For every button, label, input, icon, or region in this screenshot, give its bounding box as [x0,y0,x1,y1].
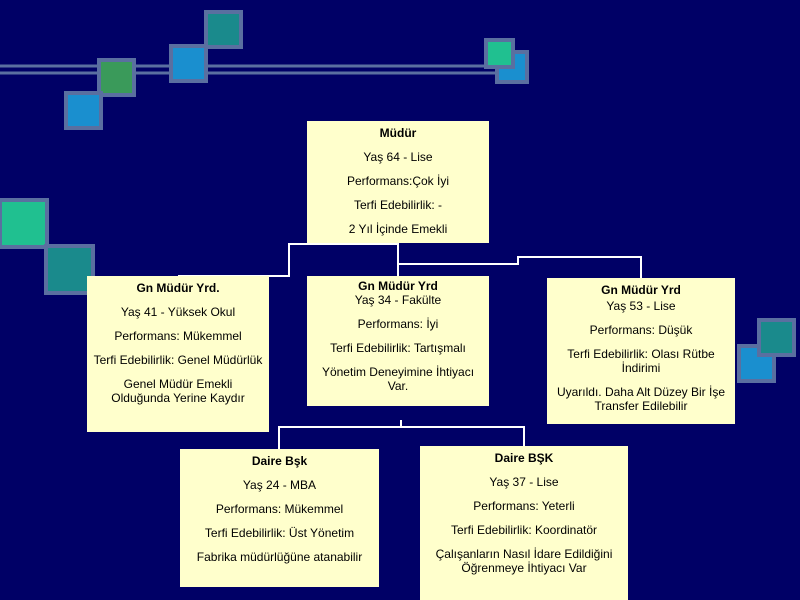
box-line-age: Yaş 41 - Yüksek Okul [120,305,236,319]
deco-square-mint-right [484,38,515,69]
deco-square-green [97,58,136,97]
box-line-age: Yaş 34 - Fakülte [354,293,442,307]
box-title: Gn Müdür Yrd. [136,281,220,295]
connector-bottom-right [401,426,525,446]
box-daire-bsk-2: Daire BŞK Yaş 37 - Lise Performans: Yete… [420,446,628,600]
box-line-note: Yönetim Deneyimine İhtiyacı Var. [321,365,475,393]
deco-square-teal-top [204,10,243,49]
box-line-age: Yaş 64 - Lise [363,150,433,164]
box-line-age: Yaş 37 - Lise [489,475,559,489]
box-line-performance: Performans: Mükemmel [114,329,242,343]
box-title: Müdür [379,126,417,140]
box-line-performance: Performans:Çok İyi [346,174,450,188]
box-line-performance: Performans: Düşük [589,323,693,337]
deco-square-teal-left [44,244,95,295]
box-line-performance: Performans: Mükemmel [215,502,344,516]
box-line-promotability: Terfi Edebilirlik: Genel Müdürlük [93,353,263,367]
box-gn-mudur-yrd-3: Gn Müdür Yrd Yaş 53 - Lise Performans: D… [547,278,735,424]
box-gn-mudur-yrd-2: Gn Müdür Yrd Yaş 34 - Fakülte Performans… [307,276,489,406]
box-line-note: Uyarıldı. Daha Alt Düzey Bir İşe Transfe… [556,385,726,413]
box-title: Daire BŞK [494,451,554,465]
box-gn-mudur-yrd-1: Gn Müdür Yrd. Yaş 41 - Yüksek Okul Perfo… [87,276,269,432]
box-line-performance: Performans: Yeterli [473,499,575,513]
box-line-note: Genel Müdür Emekli Olduğunda Yerine Kayd… [111,377,245,405]
box-title: Gn Müdür Yrd [358,279,438,293]
box-line-promotability: Terfi Edebilirlik: Tartışmalı [330,341,466,355]
box-line-performance: Performans: İyi [357,317,439,331]
box-mudur: Müdür Yaş 64 - Lise Performans:Çok İyi T… [307,121,489,243]
deco-square-teal-far-right [757,318,796,357]
connector-to-left [178,243,399,277]
connector-to-right [398,256,642,278]
connector-bottom-left [278,420,402,449]
box-line-promotability: Terfi Edebilirlik: Üst Yönetim [204,526,355,540]
box-line-promotability: Terfi Edebilirlik: Olası Rütbe İndirimi [567,347,715,375]
box-line-promotability: Terfi Edebilirlik: Koordinatör [450,523,598,537]
box-line-age: Yaş 24 - MBA [242,478,317,492]
deco-square-blue-far-right [737,344,776,383]
deco-square-blue-low [64,91,103,130]
box-line-note: Fabrika müdürlüğüne atanabilir [196,550,363,564]
box-line-note: 2 Yıl İçinde Emekli [348,222,448,236]
box-daire-bsk-1: Daire Bşk Yaş 24 - MBA Performans: Mükem… [180,449,379,587]
box-title: Daire Bşk [251,454,308,468]
box-line-promotability: Terfi Edebilirlik: - [353,198,443,212]
box-line-age: Yaş 53 - Lise [606,299,676,313]
deco-square-mint-left [0,198,49,249]
box-title: Gn Müdür Yrd [601,283,681,297]
box-line-note: Çalışanların Nasıl İdare Edildiğini Öğre… [435,547,613,575]
deco-square-blue-mid [169,44,208,83]
